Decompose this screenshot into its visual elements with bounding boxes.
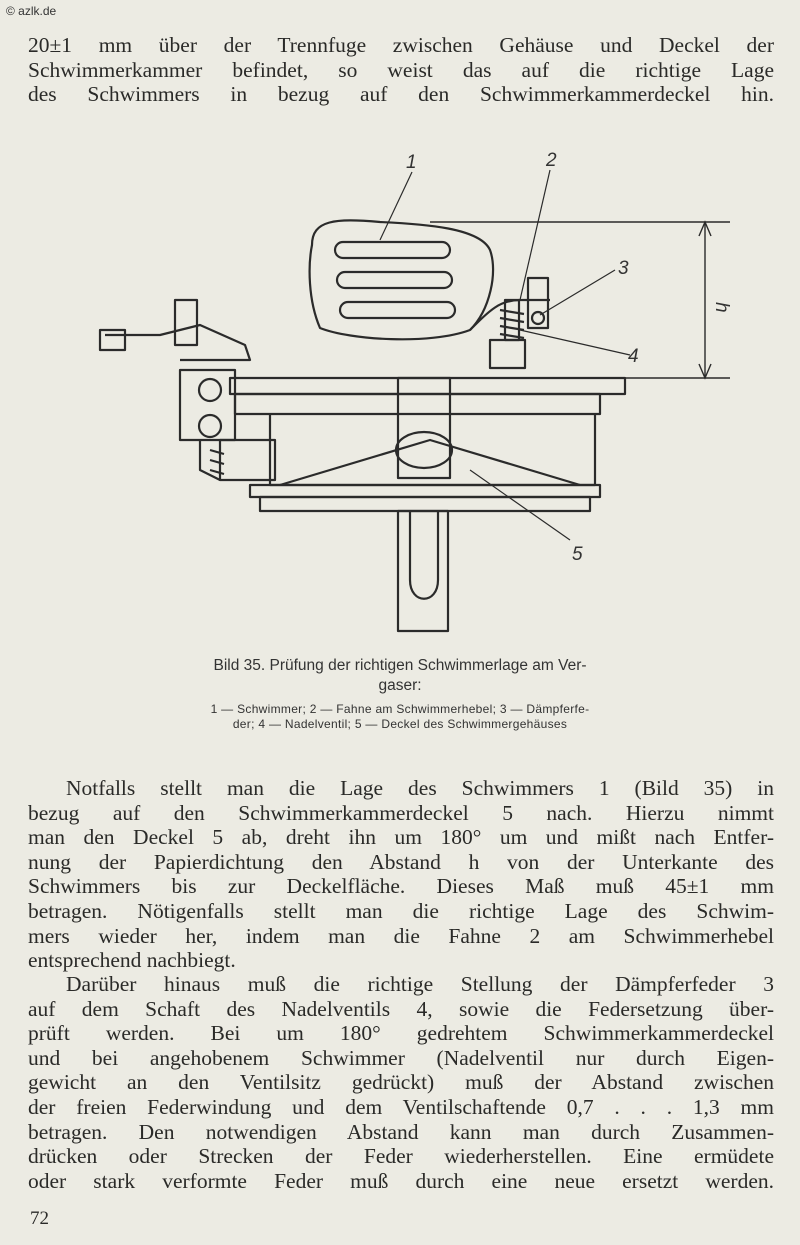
linkage-arm	[105, 323, 252, 362]
caption-line: Bild 35. Prüfung der richtigen Schwimmer…	[213, 657, 587, 674]
float-chamber-drawing: 1 2 3 4 5 h	[98, 150, 732, 633]
legend-line: 1 — Schwimmer; 2 — Fahne am Schwimmerheb…	[210, 702, 590, 716]
linkage-bolt	[197, 377, 223, 403]
cover-base	[248, 483, 602, 499]
lever-tab	[526, 276, 550, 330]
paragraph-damper-spring: Darüber hinaus muß die richtige Stellung…	[28, 972, 774, 1193]
leader-3	[539, 269, 616, 316]
linkage-bracket	[178, 368, 237, 442]
text-line: gewicht an den Ventilsitz gedrückt) muß …	[28, 1070, 774, 1095]
watermark: © azlk.de	[6, 4, 57, 18]
figure-float-diagram: 1 2 3 4 5 h	[50, 150, 780, 760]
linkage-block	[218, 438, 277, 482]
page-number: 72	[30, 1208, 49, 1229]
text-line: Schwimmerkammer befindet, so weist das a…	[28, 57, 774, 82]
float-rib	[333, 240, 452, 260]
label-2: 2	[545, 150, 557, 171]
text-line: Darüber hinaus muß die richtige Stellung…	[66, 972, 774, 996]
text-line: Notfalls stellt man die Lage des Schwimm…	[66, 776, 774, 800]
float-rib	[335, 270, 454, 290]
text-line: man den Deckel 5 ab, dreht ihn um 180° u…	[28, 825, 774, 850]
text-line: nung der Papierdichtung den Abstand h vo…	[28, 849, 774, 874]
figure-caption-title: Bild 35. Prüfung der richtigen Schwimmer…	[110, 656, 690, 696]
text-line: bezug auf den Schwimmerkammerdeckel 5 na…	[28, 800, 774, 825]
leader-1	[379, 171, 413, 241]
linkage-spring	[198, 440, 225, 481]
text-line: 20±1 mm über der Trennfuge zwischen Gehä…	[28, 33, 774, 57]
text-line: betragen. Den notwendigen Abstand kann m…	[28, 1119, 774, 1144]
paragraph-intro: 20±1 mm über der Trennfuge zwischen Gehä…	[28, 33, 774, 107]
cover-cone	[279, 438, 581, 487]
linkage-pin	[173, 298, 199, 347]
text-line: und bei angehobenem Schwimmer (Nadelvent…	[28, 1045, 774, 1070]
float-outline	[308, 219, 495, 341]
cover-flange	[233, 392, 602, 416]
stem-inner	[408, 511, 440, 600]
dim-arrowheads	[698, 220, 712, 380]
legend-line: der; 4 — Nadelventil; 5 — Deckel des Sch…	[232, 717, 568, 731]
text-line: der freien Federwindung und dem Ventilsc…	[28, 1094, 774, 1119]
caption-line: gaser:	[378, 677, 422, 694]
text-line: oder stark verformte Feder muß durch ein…	[28, 1168, 774, 1193]
float-rib	[338, 300, 457, 320]
label-4: 4	[628, 346, 639, 367]
cover-gasket	[258, 495, 592, 513]
label-3: 3	[618, 258, 629, 279]
text-line: betragen. Nötigenfalls stellt man die ri…	[28, 898, 774, 923]
central-post-bulge	[394, 430, 454, 470]
linkage-bolt	[197, 413, 223, 439]
text-line: auf dem Schaft des Nadelventils 4, sowie…	[28, 996, 774, 1021]
text-line: des Schwimmers in bezug auf den Schwimme…	[28, 82, 774, 107]
paragraph-adjust-float: Notfalls stellt man die Lage des Schwimm…	[28, 776, 774, 973]
figure-caption-legend: 1 — Schwimmer; 2 — Fahne am Schwimmerheb…	[110, 702, 690, 732]
leader-5	[469, 469, 571, 541]
lever-pivot	[530, 310, 546, 326]
central-post	[396, 376, 452, 480]
leader-4	[519, 329, 631, 356]
label-h: h	[711, 302, 732, 313]
text-line: entsprechend nachbiegt.	[28, 948, 236, 973]
stem	[396, 509, 450, 633]
label-1: 1	[406, 152, 417, 173]
text-line: prüft werden. Bei um 180° gedrehtem Schw…	[28, 1021, 774, 1046]
text-line: Schwimmers bis zur Deckelfläche. Dieses …	[28, 874, 774, 899]
leader-2	[519, 169, 551, 301]
label-5: 5	[572, 544, 583, 565]
text-line: mers wieder her, indem man die Fahne 2 a…	[28, 923, 774, 948]
valve-seat	[488, 338, 527, 370]
cover-top-plate	[228, 376, 627, 396]
text-line: drücken oder Strecken der Feder wiederhe…	[28, 1144, 774, 1169]
linkage-screw	[98, 328, 127, 352]
damper-spring	[499, 308, 525, 340]
